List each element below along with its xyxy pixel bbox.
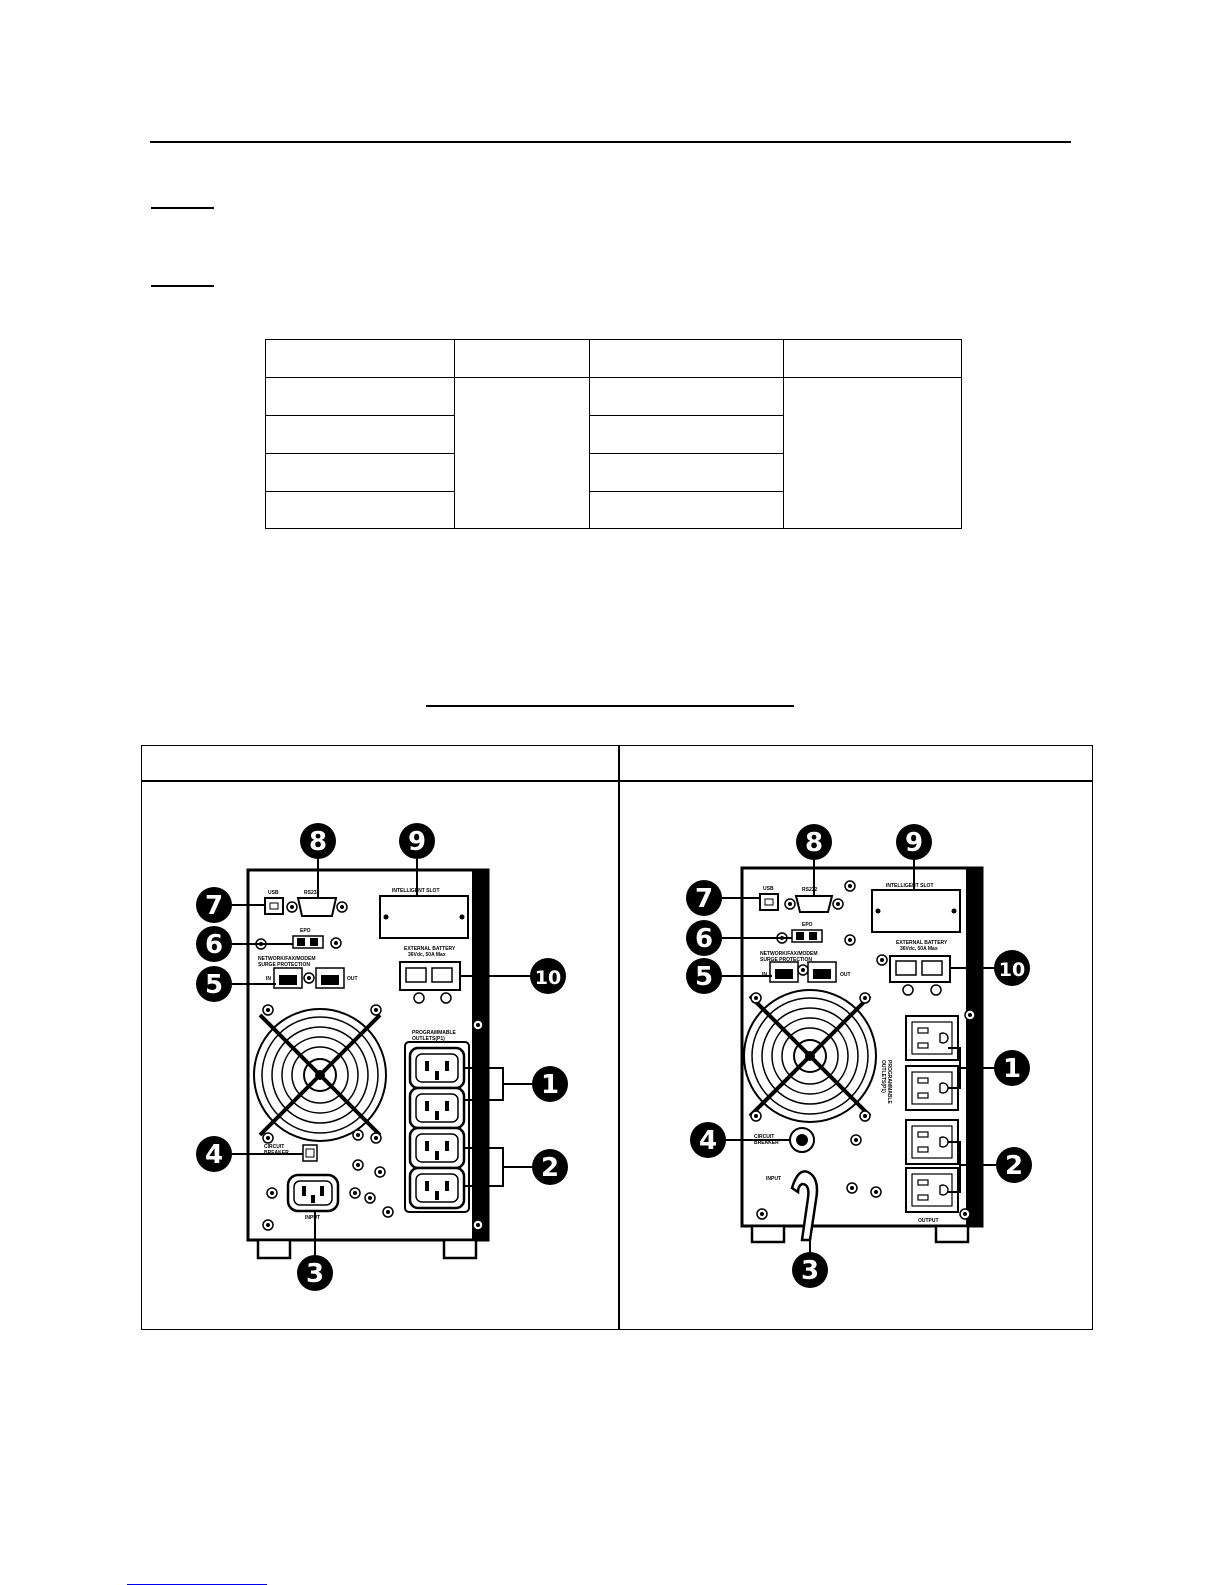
callout-4: 4	[205, 1140, 223, 1170]
callout-10: 10	[999, 959, 1025, 981]
rear-panel-nema-diagram: USB RS232 INTELLIGENT SLOT EPO NETWORK/F…	[686, 824, 1032, 1288]
outlets-p1-label: OUTLETS(P1)	[880, 1060, 886, 1093]
epo-label: EPO	[300, 928, 311, 934]
spec-cell	[783, 339, 962, 378]
spec-cell	[589, 415, 784, 454]
programmable-label: PROGRAMMABLE	[886, 1060, 892, 1105]
callout-2: 2	[541, 1153, 559, 1183]
programmable-outlet	[408, 1046, 466, 1090]
callout-10: 10	[535, 967, 561, 989]
rs232-port	[794, 895, 834, 913]
epo-label: EPO	[802, 922, 813, 928]
callout-6: 6	[205, 930, 223, 960]
header-rule	[150, 141, 1071, 143]
rs232-label: RS232	[304, 890, 320, 896]
programmable-label: PROGRAMMABLE	[412, 1030, 457, 1036]
spec-cell	[265, 339, 455, 378]
callout-9: 9	[905, 828, 923, 858]
intelligent-slot	[871, 889, 961, 933]
figure-title-underline	[426, 705, 794, 707]
network-label: NETWORK/FAX/MODEM	[258, 956, 316, 962]
callout-1: 1	[541, 1070, 559, 1100]
callout-5: 5	[205, 970, 223, 1000]
figure-header-divider	[142, 780, 1092, 782]
callout-4: 4	[699, 1126, 717, 1156]
usb-port	[264, 897, 284, 915]
circuit-label: CIRCUIT	[264, 1144, 284, 1150]
callout-5: 5	[695, 962, 713, 992]
spec-cell	[265, 377, 455, 416]
net-in-label: IN	[266, 976, 271, 982]
ext-battery-label: EXTERNAL BATTERY	[404, 946, 456, 952]
callout-2: 2	[1005, 1151, 1023, 1181]
section-underline-2	[151, 285, 214, 287]
callout-7: 7	[205, 891, 223, 921]
spec-cell-merged	[783, 377, 962, 529]
spec-cell	[265, 415, 455, 454]
spec-cell	[589, 453, 784, 492]
callout-1: 1	[1003, 1054, 1021, 1084]
spec-cell	[265, 491, 455, 529]
spec-cell-merged	[454, 377, 590, 529]
ext-battery-rating: 36Vdc, 50A Max	[408, 952, 446, 958]
intelligent-slot-label: INTELLIGENT SLOT	[392, 888, 440, 894]
net-out-label: OUT	[840, 972, 851, 978]
surge-label: SURGE PROTECTION	[258, 962, 310, 968]
output-outlet	[408, 1166, 466, 1210]
spec-cell	[589, 491, 784, 529]
callout-3: 3	[306, 1259, 324, 1289]
usb-label: USB	[268, 890, 279, 896]
ext-battery-label: EXTERNAL BATTERY	[896, 940, 948, 946]
input-power-cord	[790, 1170, 819, 1242]
ac-input-socket	[286, 1173, 340, 1213]
figure-divider	[618, 746, 620, 1329]
programmable-outlet	[905, 1015, 959, 1061]
callout-6: 6	[695, 924, 713, 954]
programmable-outlet	[408, 1086, 466, 1130]
spec-cell	[454, 339, 590, 378]
spec-cell	[589, 377, 784, 416]
network-label: NETWORK/FAX/MODEM	[760, 951, 818, 957]
callout-3: 3	[801, 1256, 819, 1286]
intelligent-slot-label: INTELLIGENT SLOT	[886, 883, 934, 889]
circuit-label: CIRCUIT	[754, 1134, 774, 1140]
output-outlet	[408, 1126, 466, 1170]
net-out-label: OUT	[347, 976, 358, 982]
output-label: OUTPUT	[918, 1218, 939, 1224]
input-label: INPUT	[305, 1215, 320, 1221]
ext-battery-rating: 36Vdc, 50A Max	[900, 946, 938, 952]
rs232-port	[296, 897, 338, 917]
input-label: INPUT	[766, 1176, 781, 1182]
usb-label: USB	[763, 886, 774, 892]
callout-8: 8	[309, 827, 327, 857]
spec-cell	[589, 339, 784, 378]
circuit-breaker	[789, 1127, 815, 1153]
breaker-label: BREAKER	[754, 1140, 779, 1146]
circuit-breaker	[302, 1144, 318, 1162]
outlets-p1-label: OUTLETS(P1)	[412, 1036, 445, 1042]
surge-label: SURGE PROTECTION	[760, 957, 812, 963]
intelligent-slot	[379, 895, 469, 939]
callout-7: 7	[695, 884, 713, 914]
section-underline-1	[151, 207, 214, 209]
rear-panel-figure-table	[141, 745, 1093, 1330]
output-outlet	[905, 1167, 959, 1213]
spec-cell	[265, 453, 455, 492]
rear-panel-iec-diagram: USB RS232 INTELLIGENT SLOT EPO NETWORK/F…	[196, 823, 568, 1291]
callout-8: 8	[805, 828, 823, 858]
usb-port	[759, 893, 779, 911]
callout-9: 9	[408, 827, 426, 857]
spec-table	[265, 339, 962, 529]
rs232-label: RS232	[802, 887, 818, 893]
